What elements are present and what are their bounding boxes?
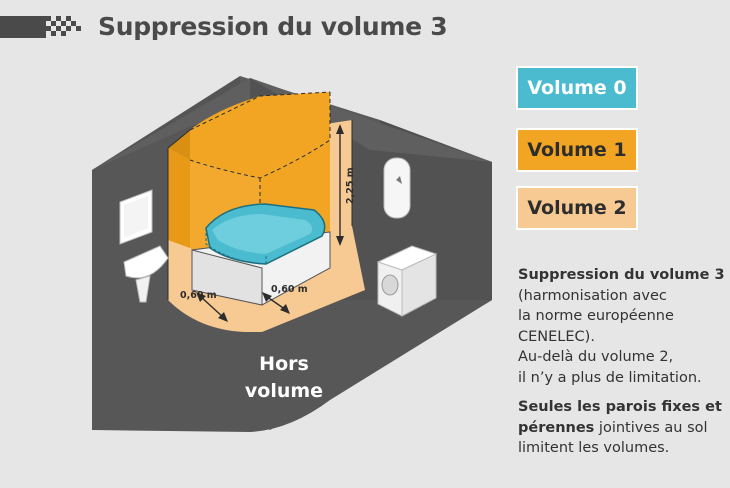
checker-pattern-icon [46, 16, 81, 36]
header: Suppression du volume 3 [0, 12, 460, 44]
desc-bold: pérennes [518, 419, 595, 436]
desc-line: CENELEC). [518, 328, 595, 345]
hors-volume-line2: volume [245, 380, 323, 402]
legend-volume-0: Volume 0 [516, 66, 638, 110]
desc-bold: Seules les parois fixes et [518, 399, 722, 415]
desc-heading: Suppression du volume 3 [518, 267, 725, 283]
desc-line: (harmonisation avec [518, 287, 667, 304]
legend-volume-1: Volume 1 [516, 128, 638, 172]
legend-volume-2: Volume 2 [516, 186, 638, 230]
sink-icon [123, 245, 169, 303]
header-bar [0, 16, 46, 38]
side-front-label: 0,60 m [271, 284, 308, 295]
desc-rest: limitent les volumes. [518, 440, 670, 456]
height-label: 2,25 m [345, 167, 356, 204]
page-title: Suppression du volume 3 [98, 12, 448, 41]
mirror-icon [119, 189, 153, 245]
volume-1-left [168, 148, 190, 248]
bathtub-icon [191, 203, 331, 306]
washing-machine-icon [376, 245, 438, 317]
desc-line: Au-delà du volume 2, [518, 349, 674, 365]
side-left-label: 0,60 m [180, 290, 217, 301]
description: Suppression du volume 3 (harmonisation a… [518, 265, 728, 459]
desc-rest: jointives au sol [594, 419, 708, 436]
desc-line: la norme européenne [518, 308, 674, 324]
water-heater-icon [383, 157, 411, 219]
hors-volume-line1: Hors [259, 353, 309, 375]
desc-line: il n’y a plus de limitation. [518, 369, 702, 386]
bathroom-diagram: 2,25 m 0,60 m 0,60 m Hors volume [92, 76, 492, 432]
